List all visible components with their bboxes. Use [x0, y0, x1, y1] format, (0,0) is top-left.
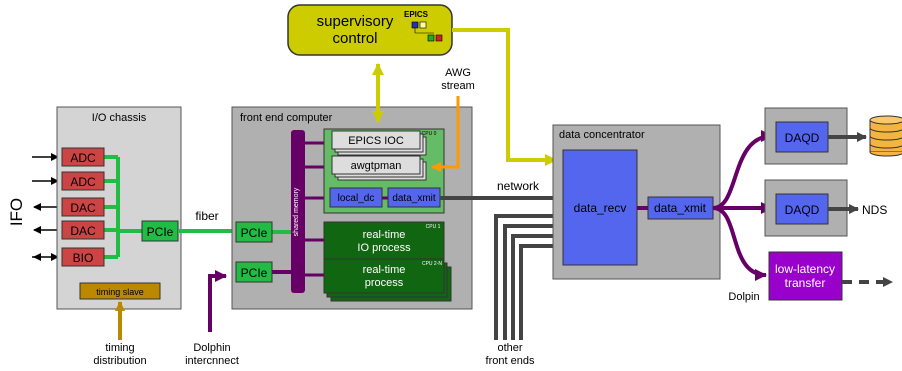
nds-label: NDS	[862, 203, 887, 217]
awg-stream-link	[431, 96, 460, 172]
shared-memory-label: shared memory	[293, 187, 300, 236]
realtime-process	[323, 258, 445, 294]
dolphin-interconnect-link	[208, 270, 227, 332]
dac-module-2	[61, 220, 105, 240]
supervisory-to-dc-link	[452, 28, 557, 166]
front-end-title: front end computer	[240, 112, 333, 124]
awgtpman-label: awgtpman	[351, 160, 402, 172]
timing-slave	[79, 282, 161, 300]
supervisory-line-2: control	[332, 30, 377, 47]
awgtpman-process	[331, 155, 421, 175]
storage-disk-icon	[869, 115, 902, 157]
epics-logo-text: EPICS	[404, 10, 429, 19]
dac-module-2-label: DAC	[70, 224, 96, 238]
data-recv-label: data_recv	[574, 201, 627, 215]
local-dc-label: local_dc	[338, 193, 375, 204]
timing-slave-label: timing slave	[96, 287, 144, 297]
other-front-ends-links	[494, 211, 563, 340]
chassis-pcie-label: PCIe	[147, 225, 174, 239]
rt-io-label-2: IO process	[357, 242, 411, 254]
fe-pcie-fiber-label: PCIe	[241, 226, 268, 240]
other-label-1: other	[497, 342, 522, 354]
dac-module-1-label: DAC	[70, 201, 96, 215]
io-chassis-title: I/O chassis	[92, 112, 147, 124]
dolpin-label: Dolpin	[728, 291, 759, 303]
ifo-signal-arrows	[32, 153, 60, 261]
daqd-top-label: DAQD	[785, 131, 820, 145]
dolphin-label-1: Dolphin	[193, 342, 230, 354]
adc-module-1	[61, 147, 105, 167]
low-latency-transfer	[768, 251, 843, 301]
dc-data-xmit-label: data_xmit	[654, 201, 707, 215]
epics-ioc-label: EPICS IOC	[348, 135, 404, 147]
low-latency-label-2: transfer	[785, 276, 826, 290]
shared-memory-bus	[291, 130, 305, 293]
cpu2-label: CPU 2-N	[422, 261, 442, 267]
timing-label-1: timing	[105, 342, 134, 354]
bio-module-label: BIO	[73, 251, 94, 265]
dc-output-links	[712, 130, 773, 281]
bio-module	[61, 247, 105, 267]
daqd-bottom	[775, 193, 829, 225]
network-label: network	[497, 179, 540, 193]
cpu1-label: CPU 1	[426, 224, 441, 230]
epics-logo-icon	[411, 21, 443, 42]
other-label-2: front ends	[486, 355, 535, 367]
awg-label-2: stream	[441, 80, 475, 92]
awg-label-1: AWG	[445, 67, 471, 79]
adc-module-1-label: ADC	[70, 151, 96, 165]
dolphin-label-2: intercnnect	[185, 355, 239, 367]
daqd-top	[775, 121, 829, 153]
epics-ioc-process	[331, 130, 421, 150]
cpu0-label: CPU 0	[422, 131, 437, 137]
ifo-label: IFO	[7, 198, 26, 226]
rt-io-label-1: real-time	[363, 229, 406, 241]
adc-module-2	[61, 171, 105, 191]
rt-proc-label-1: real-time	[363, 264, 406, 276]
data-recv-process	[562, 149, 638, 266]
supervisory-line-1: supervisory	[317, 13, 394, 30]
io-chassis: I/O chassis ADC ADC DAC DAC BIO PCIe tim…	[56, 106, 182, 310]
rt-proc-label-2: process	[365, 277, 404, 289]
data-concentrator-title: data concentrator	[559, 129, 645, 141]
front-end-computer: front end computer PCIe PCIe shared memo…	[231, 106, 473, 310]
supervisory-control: supervisory control EPICS	[287, 4, 453, 56]
fe-pcie-dolphin-label: PCIe	[241, 266, 268, 280]
fe-pcie-fiber	[235, 221, 273, 243]
fiber-label: fiber	[195, 209, 218, 223]
fe-data-xmit-label: data_xmit	[392, 193, 436, 204]
adc-module-2-label: ADC	[70, 175, 96, 189]
daqd-bottom-label: DAQD	[785, 203, 820, 217]
data-concentrator: data concentrator data_recv data_xmit	[552, 124, 721, 280]
dac-module-1	[61, 197, 105, 217]
low-latency-label-1: low-latency	[775, 262, 835, 276]
realtime-io-process	[323, 221, 445, 261]
fe-pcie-dolphin	[235, 261, 273, 283]
timing-label-2: distribution	[93, 355, 146, 367]
